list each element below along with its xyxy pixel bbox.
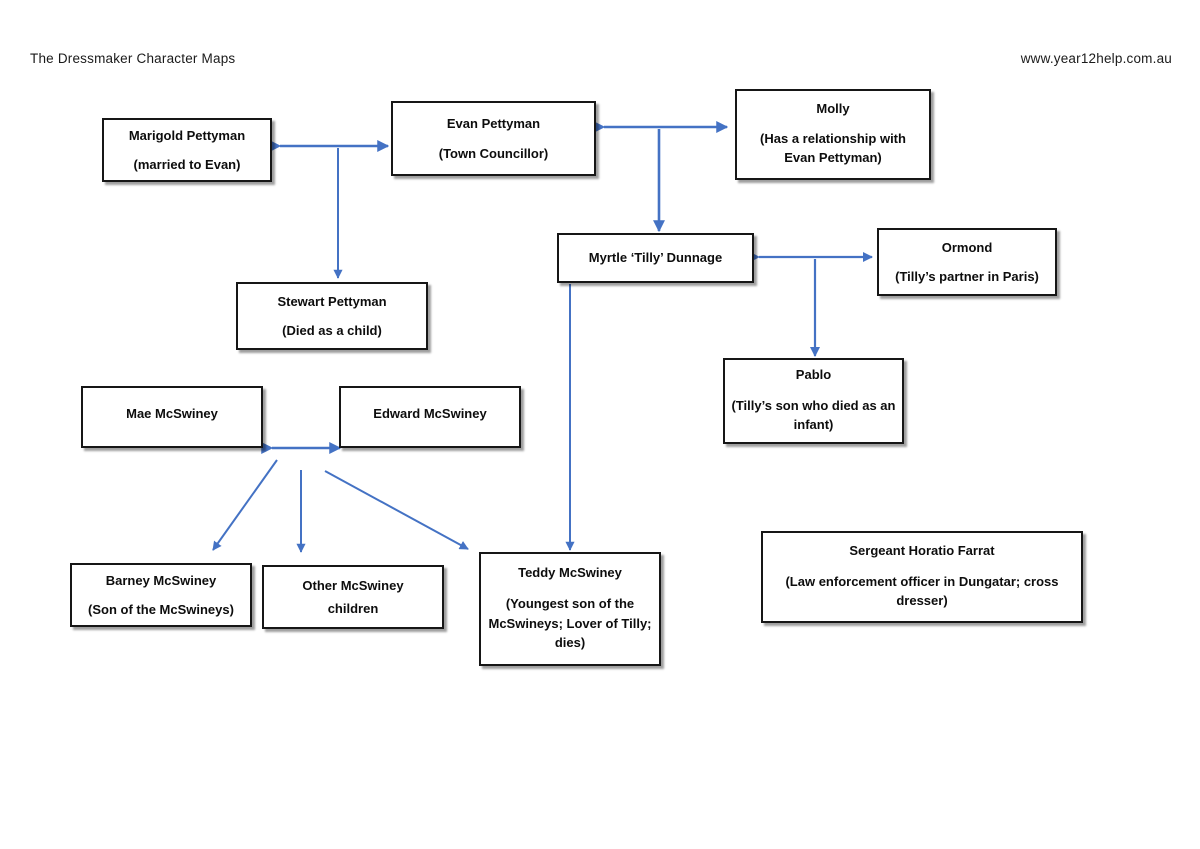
node-title: Stewart Pettyman (277, 293, 387, 309)
node-pablo[interactable]: Pablo (Tilly’s son who died as an infant… (723, 358, 904, 444)
node-title: Mae McSwiney (126, 406, 218, 421)
node-title: Barney McSwiney (105, 572, 217, 588)
node-teddy-mcswiney[interactable]: Teddy McSwiney (Youngest son of the McSw… (479, 552, 661, 666)
website-url: www.year12help.com.au (1020, 51, 1172, 66)
node-subtitle: (Tilly’s partner in Paris) (895, 269, 1039, 284)
node-other-mcswiney-children[interactable]: Other McSwiney children (262, 565, 444, 629)
node-title: Molly (816, 100, 850, 116)
node-mae-mcswiney[interactable]: Mae McSwiney (81, 386, 263, 448)
edge-link-teddy (324, 470, 469, 550)
node-subtitle: (Tilly’s son who died as an infant) (731, 397, 896, 432)
node-barney-mcswiney[interactable]: Barney McSwiney (Son of the McSwineys) (70, 563, 252, 627)
node-title: Sergeant Horatio Farrat (849, 543, 995, 559)
node-subtitle: (Youngest son of the McSwineys; Lover of… (488, 596, 652, 651)
node-title: Ormond (941, 239, 993, 255)
node-title: Teddy McSwiney (518, 565, 622, 581)
node-title: Myrtle ‘Tilly’ Dunnage (588, 250, 723, 266)
node-title: Edward McSwiney (373, 406, 487, 421)
node-myrtle-tilly-dunnage[interactable]: Myrtle ‘Tilly’ Dunnage (557, 233, 754, 283)
page-title: The Dressmaker Character Maps (30, 51, 236, 66)
node-subtitle: (Died as a child) (282, 323, 382, 338)
node-sergeant-horatio-farrat[interactable]: Sergeant Horatio Farrat (Law enforcement… (761, 531, 1083, 623)
node-title: Other McSwiney (302, 578, 404, 594)
node-ormond[interactable]: Ormond (Tilly’s partner in Paris) (877, 228, 1057, 296)
node-edward-mcswiney[interactable]: Edward McSwiney (339, 386, 521, 448)
node-subtitle: children (327, 600, 379, 616)
node-subtitle: (married to Evan) (133, 157, 241, 172)
node-title: Marigold Pettyman (128, 127, 246, 143)
node-molly[interactable]: Molly (Has a relationship with Evan Pett… (735, 89, 931, 180)
node-subtitle: (Law enforcement officer in Dungatar; cr… (785, 573, 1059, 608)
node-marigold-pettyman[interactable]: Marigold Pettyman (married to Evan) (102, 118, 272, 182)
node-subtitle: (Son of the McSwineys) (88, 602, 234, 617)
node-subtitle: (Has a relationship with Evan Pettyman) (760, 131, 906, 166)
node-stewart-pettyman[interactable]: Stewart Pettyman (Died as a child) (236, 282, 428, 350)
node-subtitle: (Town Councillor) (438, 145, 549, 161)
node-title: Pablo (795, 367, 832, 383)
edge-link-barney (212, 459, 278, 551)
node-title: Evan Pettyman (446, 116, 541, 132)
node-evan-pettyman[interactable]: Evan Pettyman (Town Councillor) (391, 101, 596, 176)
